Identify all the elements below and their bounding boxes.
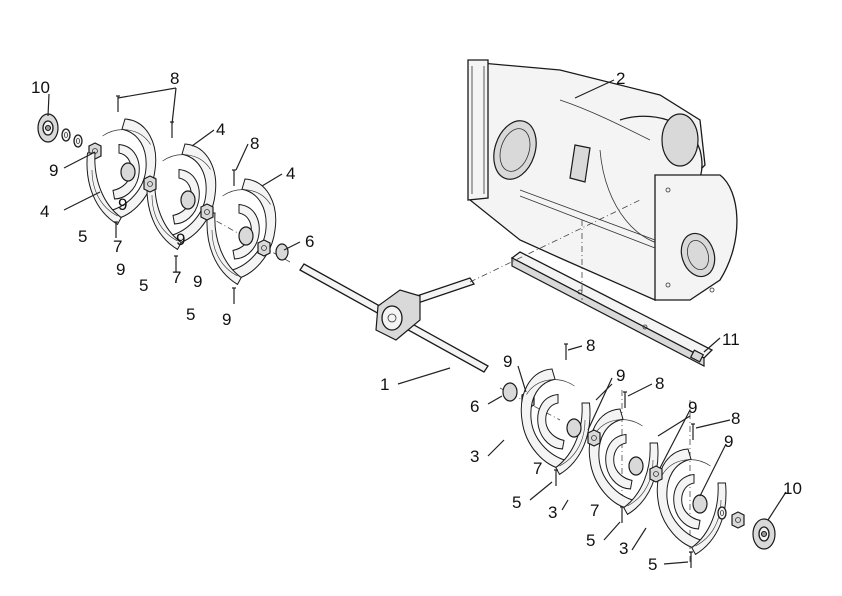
- callout-9-right-b: 9: [616, 366, 625, 385]
- callout-8-left-b: 8: [250, 134, 259, 153]
- callout-6-right: 6: [470, 397, 479, 416]
- scraper-bar: [510, 251, 714, 367]
- callout-4-left-a: 4: [216, 120, 225, 139]
- callout-5-left-a: 5: [78, 227, 87, 246]
- callout-7-left-b: 7: [172, 268, 181, 287]
- callout-5-right-b: 5: [586, 531, 595, 550]
- callout-5-left-b: 5: [139, 276, 148, 295]
- callout-10-right: 10: [783, 479, 802, 498]
- callout-8-right-c: 8: [731, 409, 740, 428]
- bearing-housing-right: [752, 518, 776, 550]
- callout-9-left-c: 9: [176, 230, 185, 249]
- callout-3-right-b: 3: [548, 503, 557, 522]
- callout-5-right-a: 5: [512, 493, 521, 512]
- callout-9-left-e: 9: [193, 272, 202, 291]
- callout-9-left-f: 9: [222, 310, 231, 329]
- callout-7-right-b: 7: [590, 501, 599, 520]
- callout-2: 2: [616, 69, 625, 88]
- callout-8-left-a: 8: [170, 69, 179, 88]
- callout-9-right-c: 9: [688, 398, 697, 417]
- callout-5-right-c: 5: [648, 555, 657, 574]
- callout-9-left-a: 9: [49, 161, 58, 180]
- callout-4-left-b: 4: [286, 164, 295, 183]
- auger-housing: [467, 59, 738, 301]
- left-auger-assembly: [37, 95, 289, 305]
- leader-lines: [47, 79, 787, 565]
- callout-10-left: 10: [31, 78, 50, 97]
- callout-8-right-b: 8: [655, 374, 664, 393]
- callout-9-right-d: 9: [724, 432, 733, 451]
- callout-labels: 1 2 10 8 4 8 4 9 4 9 5 7 9 9 7 9 5 6 5 9…: [31, 69, 802, 574]
- callout-8-right-a: 8: [586, 336, 595, 355]
- callout-4-left-c: 4: [40, 202, 49, 221]
- callout-3-right-c: 3: [619, 539, 628, 558]
- right-auger-assembly: [502, 343, 776, 569]
- auger-shaft: [299, 263, 489, 373]
- callout-9-right-a: 9: [503, 352, 512, 371]
- callout-11: 11: [722, 330, 740, 349]
- callout-1: 1: [380, 375, 389, 394]
- callout-9-left-b: 9: [118, 195, 127, 214]
- callout-6-left: 6: [305, 232, 314, 251]
- callout-7-right-a: 7: [533, 459, 542, 478]
- callout-9-left-d: 9: [116, 260, 125, 279]
- callout-5-left-c: 5: [186, 305, 195, 324]
- callout-3-right-a: 3: [470, 447, 479, 466]
- bearing-housing-left: [37, 113, 59, 143]
- callout-7-left-a: 7: [113, 237, 122, 256]
